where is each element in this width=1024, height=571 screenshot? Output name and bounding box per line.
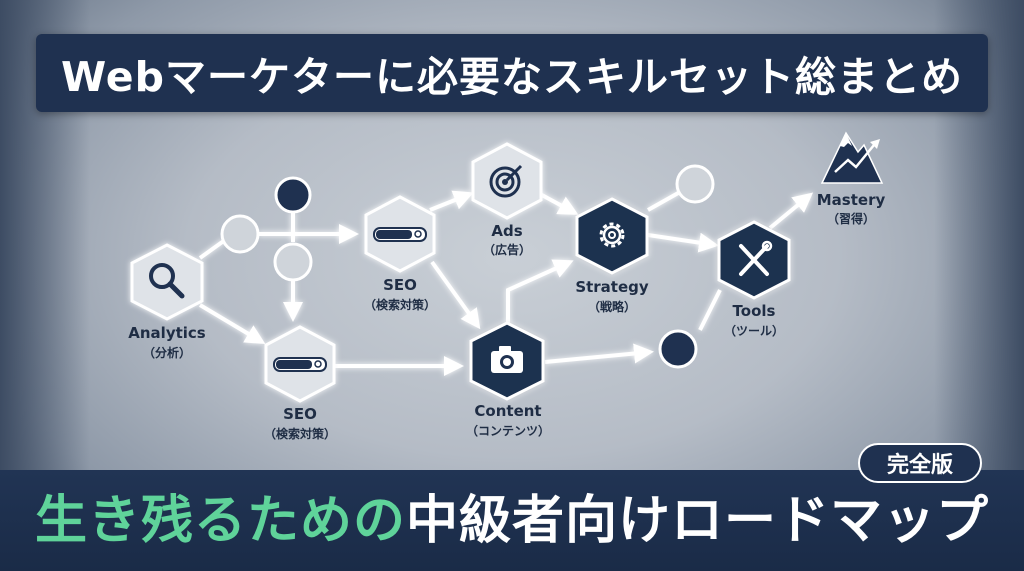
search-bar-icon xyxy=(273,357,327,372)
bottom-banner xyxy=(0,470,1024,571)
tools-label: Tools xyxy=(733,302,776,320)
path-circle-filled xyxy=(658,329,698,369)
analytics-node xyxy=(130,243,204,321)
gear-icon xyxy=(599,222,625,248)
strategy-node xyxy=(575,197,649,275)
connection-lines xyxy=(198,190,814,376)
ads-node xyxy=(471,142,543,220)
analytics-label: Analytics xyxy=(128,324,206,342)
title-banner: Webマーケターに必要なスキルセット総まとめ xyxy=(36,34,988,112)
strategy-sublabel: （戦略） xyxy=(588,299,636,314)
path-circle xyxy=(675,164,715,204)
page-title: Webマーケターに必要なスキルセット総まとめ xyxy=(61,53,963,101)
tools-sublabel: （ツール） xyxy=(724,323,784,338)
content-sublabel: （コンテンツ） xyxy=(466,423,550,438)
seo-upper-node xyxy=(364,195,436,273)
strategy-label: Strategy xyxy=(575,278,649,296)
target-icon xyxy=(489,164,523,198)
path-circle xyxy=(273,242,313,282)
content-label: Content xyxy=(474,402,541,420)
subtitle-highlight: 生き残るための xyxy=(34,491,406,551)
mastery-label: Mastery xyxy=(817,191,886,209)
ads-sublabel: （広告） xyxy=(483,242,531,257)
wrench-screwdriver-icon xyxy=(739,240,773,276)
tools-node xyxy=(717,220,791,300)
subtitle: 生き残るための中級者向けロードマップ xyxy=(0,478,1024,553)
edition-badge: 完全版 xyxy=(858,443,982,483)
ads-label: Ads xyxy=(491,222,522,240)
subtitle-rest: 中級者向けロードマップ xyxy=(406,491,990,551)
seo-upper-sublabel: （検索対策） xyxy=(364,297,436,312)
seo-lower-sublabel: （検索対策） xyxy=(264,426,336,441)
camera-icon xyxy=(491,346,523,373)
seo-upper-label: SEO xyxy=(383,276,417,294)
search-bar-icon xyxy=(373,227,427,242)
path-circle-filled xyxy=(274,176,312,214)
magnifier-icon xyxy=(149,263,185,299)
path-circle xyxy=(220,214,260,254)
content-node xyxy=(469,321,545,401)
analytics-sublabel: （分析） xyxy=(143,345,191,360)
seo-lower-label: SEO xyxy=(283,405,317,423)
mastery-sublabel: （習得） xyxy=(827,211,875,226)
mountain-icon xyxy=(820,131,884,184)
seo-lower-node xyxy=(264,325,336,403)
